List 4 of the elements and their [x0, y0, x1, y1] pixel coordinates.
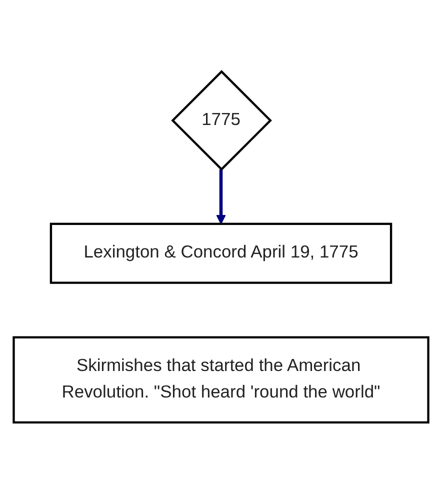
node-box: Skirmishes that started the American Revolution. "Shot heard 'round the world" [12, 336, 430, 424]
arrow [216, 169, 226, 224]
node-diamond: 1775 [171, 70, 272, 171]
node-box: Lexington & Concord April 19, 1775 [50, 222, 392, 284]
